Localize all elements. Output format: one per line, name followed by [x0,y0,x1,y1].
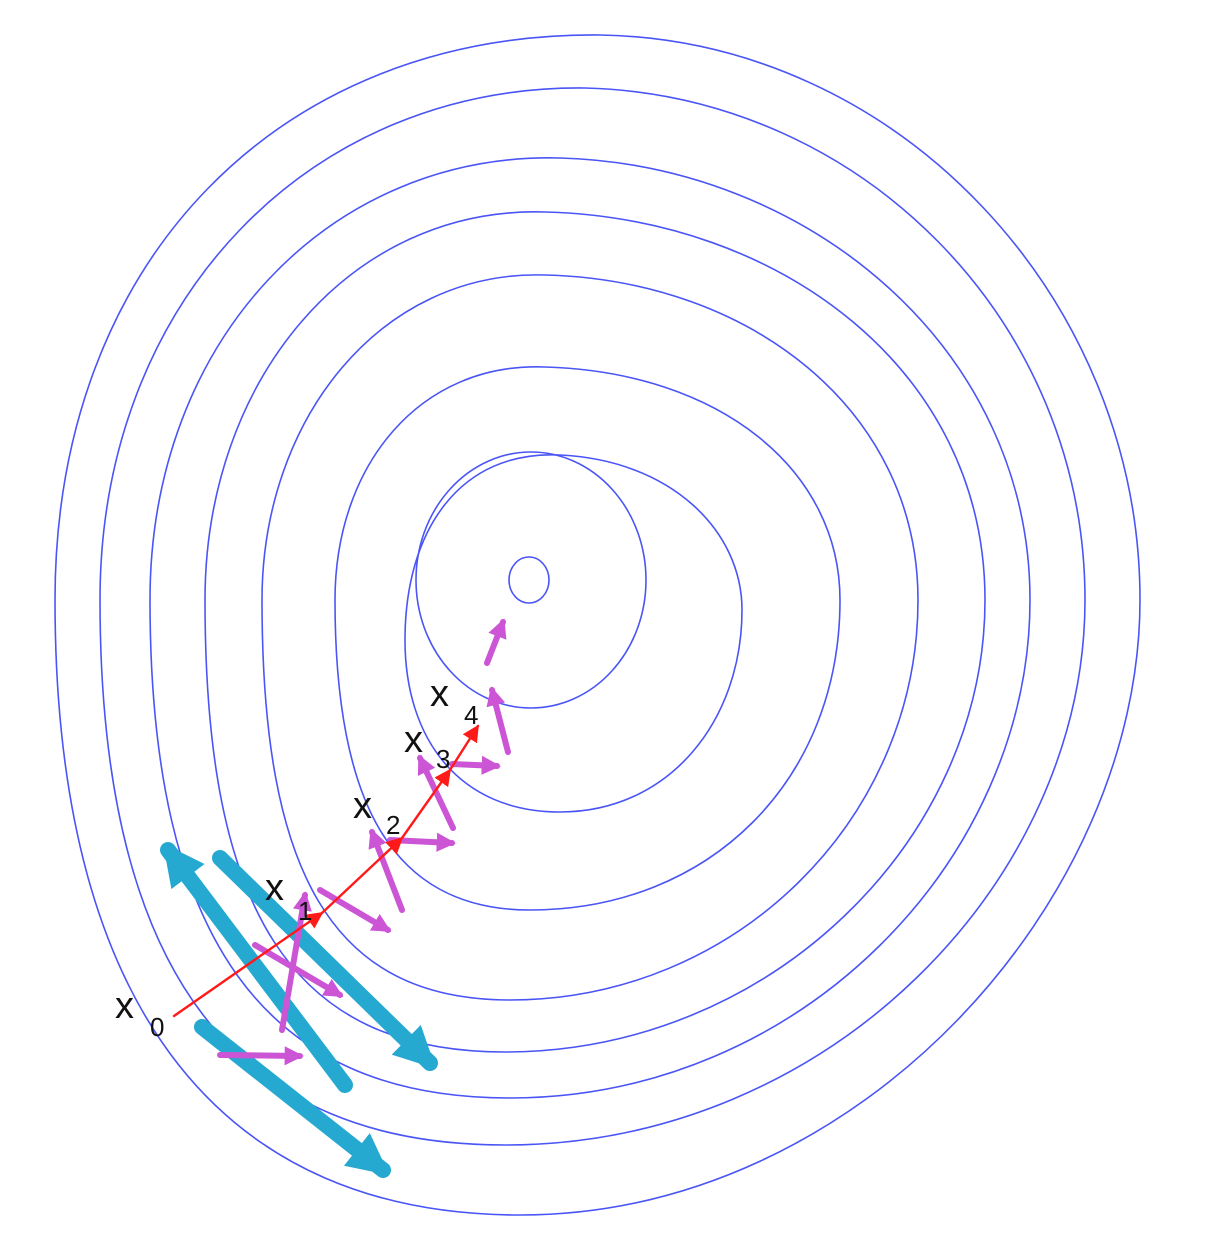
contour-ring-8 [415,451,647,709]
path-step-0-1 [172,911,324,1018]
pink-arrow-2 [252,942,344,998]
contour-ring-7 [404,454,743,813]
pink-arrow-4 [317,887,392,933]
pink-arrow-8 [449,755,501,775]
contour-lines [54,34,1141,1216]
blue-arrow-3 [194,1019,391,1178]
path-step-3-4 [448,724,480,772]
path-step-2-3 [400,768,452,840]
descent-path [172,724,480,1018]
small-gradient-arrows [217,618,511,1066]
contour-ring-1 [54,34,1141,1216]
pink-arrow-1 [217,1046,304,1066]
pink-arrow-3 [279,891,312,1033]
large-gradient-arrows [160,842,438,1178]
contour-ring-5 [261,274,919,1001]
contour-ring-2 [99,87,1086,1146]
contour-ring-4 [204,211,986,1053]
label-x1: x1 [265,867,312,926]
pink-arrow-7 [417,754,456,831]
path-step-1-2 [320,836,404,915]
contour-ring-9 [508,556,550,604]
blue-arrow-1 [160,842,353,1093]
pink-arrow-5 [368,828,405,913]
pink-arrow-10 [484,618,507,666]
blue-arrow-2 [212,850,438,1071]
contour-ring-3 [149,157,1031,1099]
contour-ring-6 [334,366,841,911]
pink-arrow-9 [486,686,511,755]
